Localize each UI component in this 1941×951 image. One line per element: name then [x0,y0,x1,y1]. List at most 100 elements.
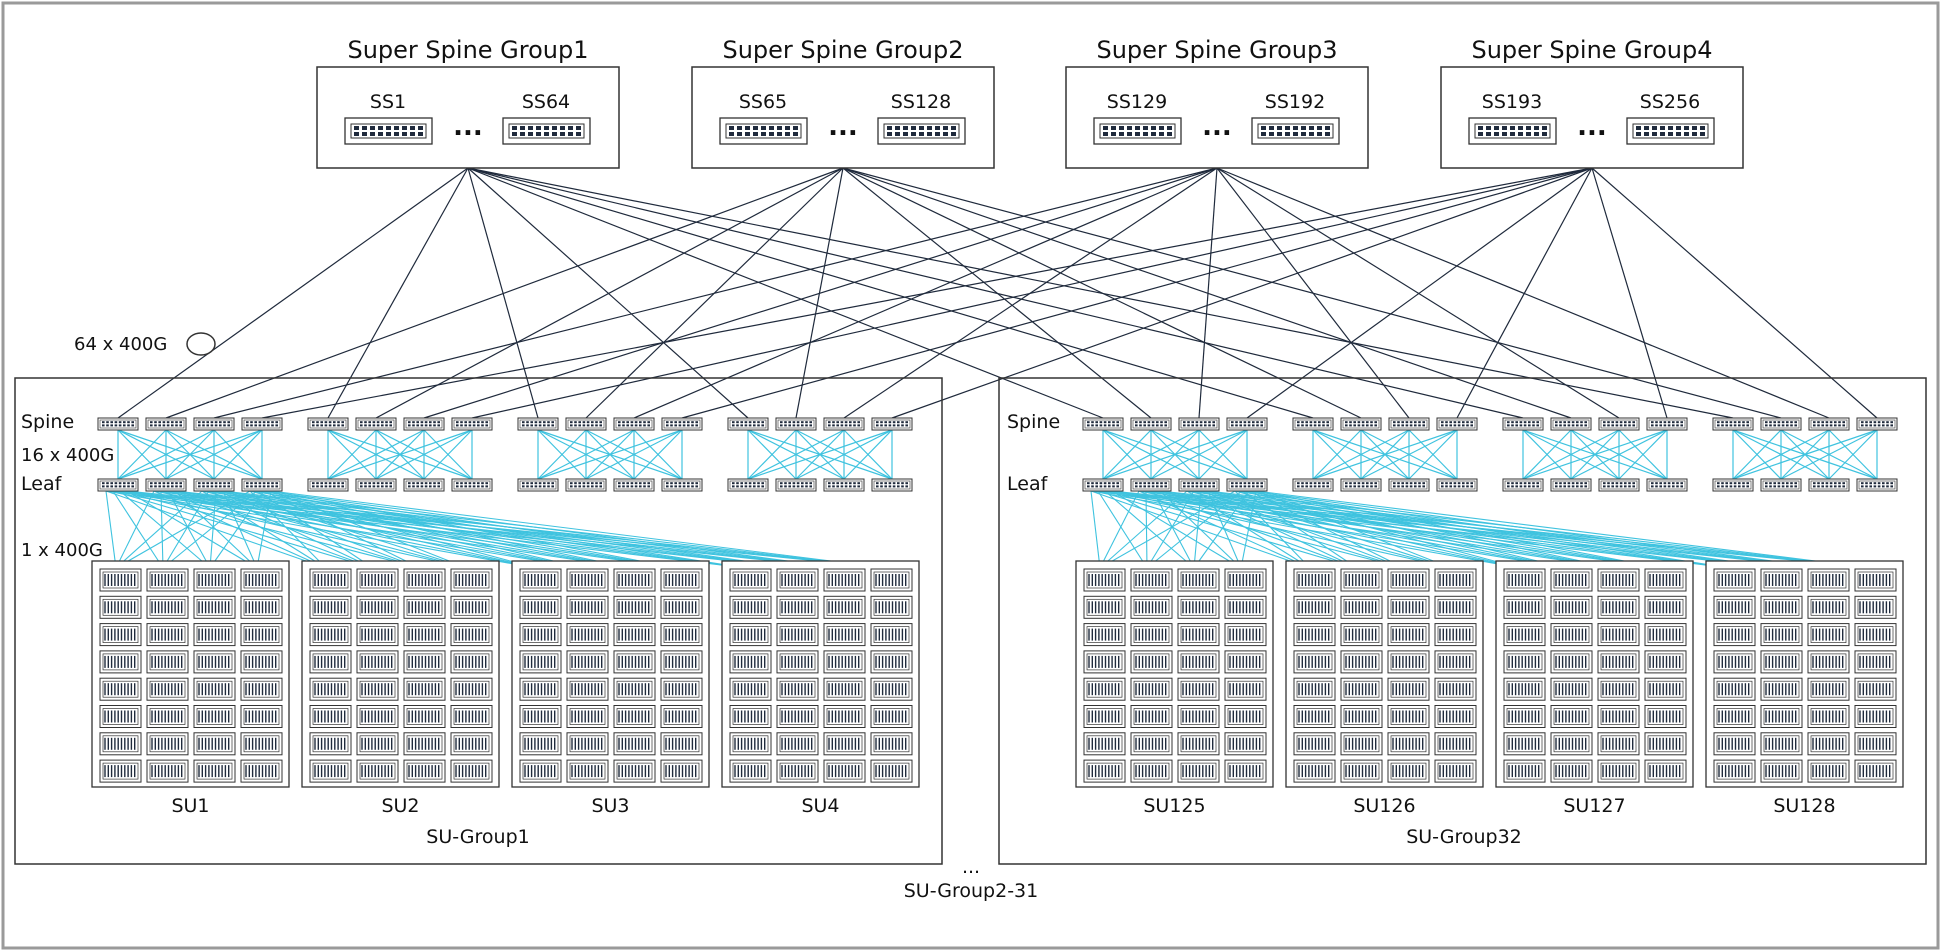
spine-switch-icon [241,417,283,431]
spine-switch-icon [1646,417,1688,431]
super-spine-switch-icon [719,117,808,145]
spine-label-right: Spine [1007,411,1060,433]
leaf-switch-icon [1760,478,1802,492]
leaf-switch-icon [1226,478,1268,492]
spine-switch-icon [823,417,865,431]
leaf-switch-icon [97,478,139,492]
scalable-unit: SU2 [301,560,500,817]
super-spine-ellipsis: ... [828,112,858,142]
spine-switch-icon [565,417,607,431]
leaf-switch-icon [1712,478,1754,492]
scalable-unit: SU128 [1705,560,1904,817]
spine-switch-icon [97,417,139,431]
leaf-switch-icon [355,478,397,492]
leaf-switch-icon [1388,478,1430,492]
superspine-spine-links [117,167,1878,419]
scalable-unit-label: SU3 [591,795,629,817]
super-spine-last-label: SS128 [891,91,951,113]
spine-switch-icon [355,417,397,431]
leaf-switch-icon [1856,478,1898,492]
spine-switch-icon [1856,417,1898,431]
leaf-label-left: Leaf [21,473,63,495]
leaf-switch-icon [193,478,235,492]
spine-switch-icon [1226,417,1268,431]
leaf-switch-icon [451,478,493,492]
spine-switch-icon [1550,417,1592,431]
spine-switch-icon [1292,417,1334,431]
leaf-switch-icon [1502,478,1544,492]
spine-switch-icon [1808,417,1850,431]
super-spine-switch-icon [502,117,591,145]
leaf-switch-icon [1178,478,1220,492]
super-spine-last-label: SS256 [1640,91,1700,113]
leaf-switch-icon [241,478,283,492]
super-spine-ellipsis: ... [453,112,483,142]
super-spine-last-label: SS64 [522,91,570,113]
leaf-label-right: Leaf [1007,473,1049,495]
super-spine-ellipsis: ... [1577,112,1607,142]
spine-switch-icon [307,417,349,431]
spine-switch-icon [775,417,817,431]
leaf-switch-icon [661,478,703,492]
super-spine-first-label: SS1 [370,91,406,113]
spine-switch-icon [1436,417,1478,431]
leaf-switch-icon [823,478,865,492]
spine-switch-icon [1712,417,1754,431]
su-group1-label: SU-Group1 [426,826,529,848]
middle-group-label: SU-Group2-31 [904,880,1038,902]
leaf-switch-icon [1082,478,1124,492]
super-spine-switch-icon [877,117,966,145]
spine-switch-icon [727,417,769,431]
link-bundle-ellipse [186,332,216,356]
super-spine-switch-icon [1251,117,1340,145]
spine-label-left: Spine [21,411,74,433]
spine-switch-icon [1388,417,1430,431]
spine-switch-icon [661,417,703,431]
leaf-switch-icon [613,478,655,492]
spine-leaf-switches [97,417,1898,492]
super-spine-first-label: SS193 [1482,91,1542,113]
scalable-unit-label: SU2 [381,795,419,817]
scalable-unit-label: SU127 [1563,795,1625,817]
spine-switch-icon [403,417,445,431]
scalable-unit: SU4 [721,560,920,817]
scalable-unit: SU126 [1285,560,1484,817]
spine-switch-icon [193,417,235,431]
spine-switch-icon [1340,417,1382,431]
super-spine-switch-icon [1093,117,1182,145]
su-group32-label: SU-Group32 [1406,826,1522,848]
leaf-switch-icon [1340,478,1382,492]
leaf-switch-icon [1436,478,1478,492]
leaf-switch-icon [307,478,349,492]
spine-switch-icon [613,417,655,431]
scalable-unit-label: SU1 [171,795,209,817]
spine-switch-icon [145,417,187,431]
leaf-switch-icon [727,478,769,492]
super-spine-ellipsis: ... [1202,112,1232,142]
spine-leaf-link-label: 16 x 400G [21,445,114,466]
leaf-switch-icon [1646,478,1688,492]
leaf-server-links [105,490,1872,569]
scalable-unit-label: SU4 [801,795,839,817]
spine-switch-icon [1082,417,1124,431]
scalable-unit-label: SU125 [1143,795,1205,817]
super-spine-switch-icon [1626,117,1715,145]
leaf-switch-icon [775,478,817,492]
scalable-unit: SU127 [1495,560,1694,817]
leaf-switch-icon [871,478,913,492]
spine-switch-icon [517,417,559,431]
super-spine-first-label: SS65 [739,91,787,113]
superspine-link-label: 64 x 400G [74,334,167,355]
super-spine-first-label: SS129 [1107,91,1167,113]
super-spine-last-label: SS192 [1265,91,1325,113]
su-group1-box [14,377,943,865]
super-spine-group-title: Super Spine Group4 [1471,36,1712,64]
leaf-switch-icon [1808,478,1850,492]
scalable-unit: SU125 [1075,560,1274,817]
